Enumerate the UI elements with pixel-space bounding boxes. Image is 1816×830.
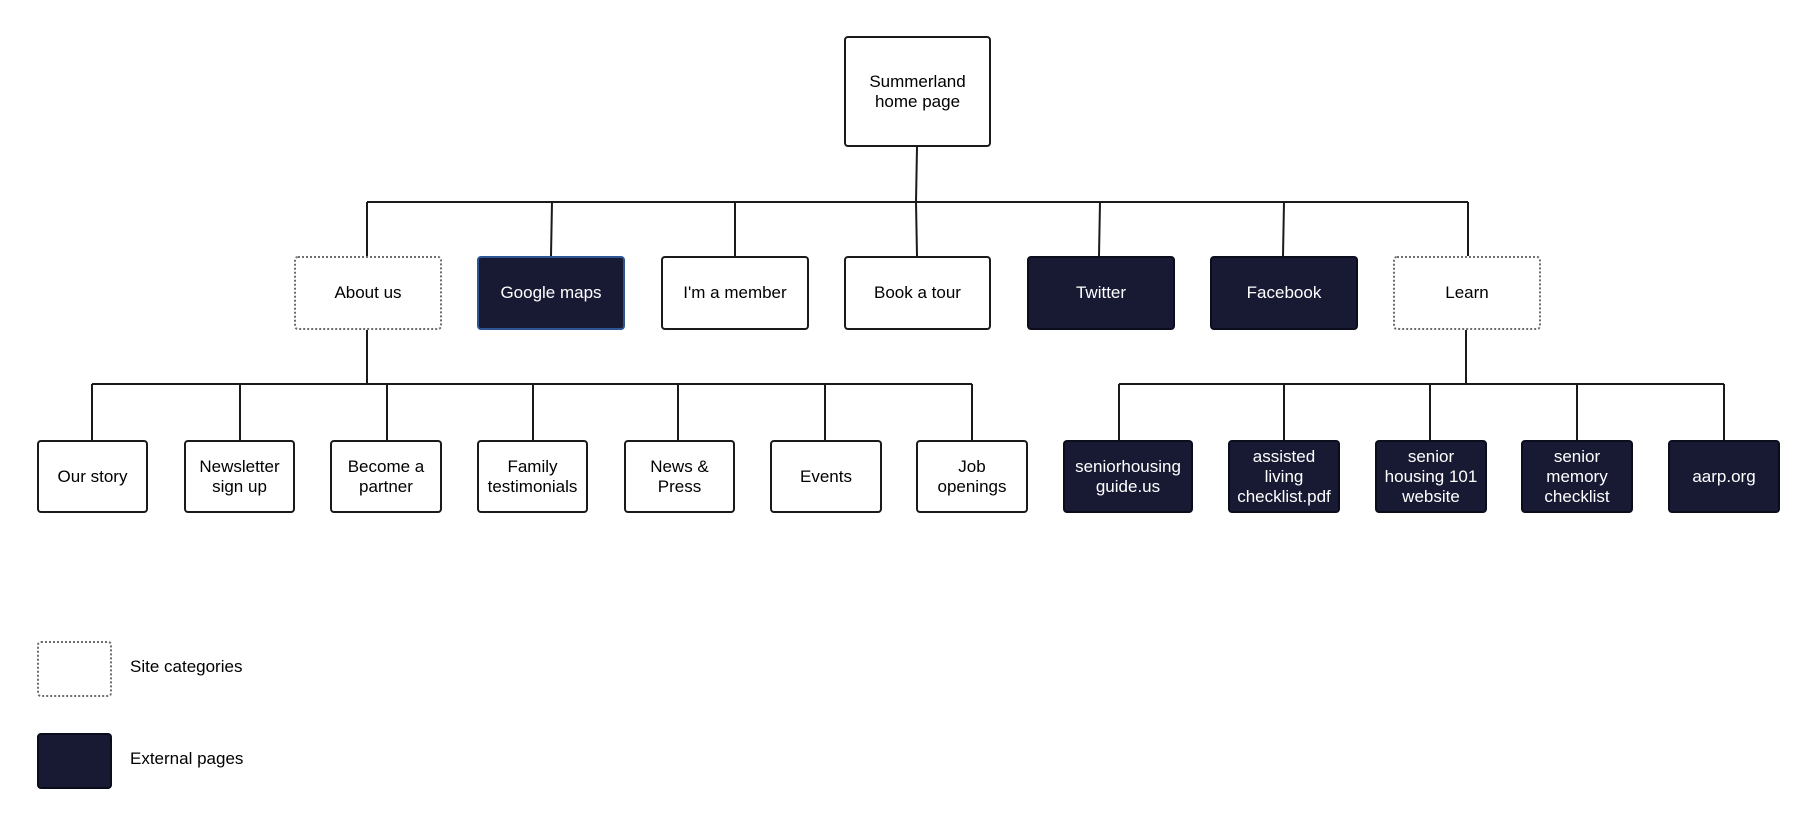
node-label: Job openings [937,456,1007,496]
node-events: Events [770,440,882,513]
node-label: Family testimonials [487,456,578,496]
node-aarp: aarp.org [1668,440,1780,513]
node-seniorhousing-guide: seniorhousing guide.us [1063,440,1193,513]
legend-label-external: External pages [130,749,244,768]
node-label: senior housing 101 website [1384,446,1478,506]
node-senior-memory-checklist: senior memory checklist [1521,440,1633,513]
node-label: Facebook [1246,283,1322,302]
legend-swatch-categories [37,641,112,697]
node-google-maps: Google maps [477,256,625,330]
node-newsletter-sign-up: Newsletter sign up [184,440,295,513]
node-label: Summerland home page [869,71,966,111]
connector-tour-drop [915,201,918,257]
node-about-us: About us [294,256,442,330]
node-label: seniorhousing guide.us [1075,456,1181,496]
legend-swatch-external [37,733,112,789]
legend-label-categories: Site categories [130,657,243,676]
node-news-press: News & Press [624,440,735,513]
node-label: Become a partner [347,456,425,496]
node-label: senior memory checklist [1544,446,1610,506]
node-our-story: Our story [37,440,148,513]
node-label: Google maps [500,283,602,302]
node-summerland-home: Summerland home page [844,36,991,147]
node-learn: Learn [1393,256,1541,330]
connector-facebook-drop [1282,201,1285,257]
node-label: Events [800,466,852,486]
node-label: aarp.org [1692,466,1756,486]
node-job-openings: Job openings [916,440,1028,513]
node-senior-housing-101: senior housing 101 website [1375,440,1487,513]
node-book-a-tour: Book a tour [844,256,991,330]
connector-google-maps-drop [550,201,553,257]
node-label: Our story [57,466,128,486]
node-label: assisted living checklist.pdf [1237,446,1331,506]
connector-twitter-drop [1098,201,1101,257]
node-become-a-partner: Become a partner [330,440,442,513]
node-assisted-living-checklist: assisted living checklist.pdf [1228,440,1340,513]
node-im-a-member: I'm a member [661,256,809,330]
node-label: News & Press [650,456,709,496]
node-label: I'm a member [683,283,787,302]
node-label: About us [334,283,402,302]
node-label: Newsletter sign up [199,456,280,496]
node-label: Learn [1445,283,1489,302]
node-family-testimonials: Family testimonials [477,440,588,513]
node-twitter: Twitter [1027,256,1175,330]
connector-root-stem [915,146,918,203]
node-facebook: Facebook [1210,256,1358,330]
node-label: Book a tour [874,283,961,302]
node-label: Twitter [1075,283,1127,302]
